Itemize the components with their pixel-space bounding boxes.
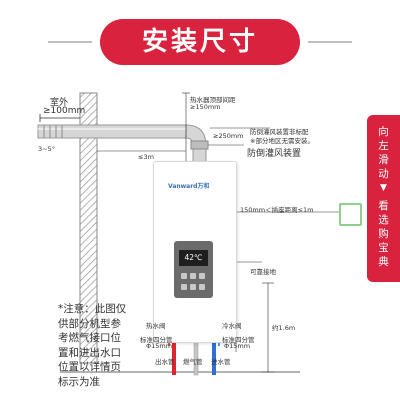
- title-right-line: [308, 41, 352, 43]
- water-heater: Vanward万和 42℃: [153, 161, 237, 343]
- outdoor-label: 室外: [50, 98, 69, 108]
- hot-valve-label: 热水阀: [146, 322, 166, 330]
- panel-button-1: [181, 273, 187, 279]
- title-left-line: [48, 41, 92, 43]
- hot-spec-label-2: Φ15mm: [146, 342, 173, 350]
- slope-label: 3~5°: [38, 145, 55, 153]
- wall: [79, 92, 98, 364]
- cold-valve-label: 冷水阀: [222, 322, 242, 330]
- hot-spec-label-1: 标准四分管: [140, 336, 173, 344]
- cold-spec-label-1: 标准四分管: [222, 336, 255, 344]
- flue-terminal: [43, 125, 63, 138]
- cold-spec-label-2: Φ15mm: [224, 342, 251, 350]
- outdoor-distance-label: ≥100mm: [43, 106, 86, 116]
- top-clearance-label-1: 热水器顶部间距: [190, 96, 236, 104]
- windproof-note-1: 防倒灌风装置非标配: [250, 128, 309, 136]
- outlet-pipe-label: 出水管: [155, 358, 175, 366]
- height-label: 约1.6m: [272, 324, 296, 332]
- brand-logo: Vanward万和: [168, 183, 210, 190]
- swipe-guide-tab[interactable]: 向左滑动 ▼ 看选购宝典: [367, 115, 400, 282]
- top-clearance-label-2: ≥150mm: [190, 103, 221, 111]
- control-panel: 42℃: [174, 241, 213, 298]
- page-title: 安装尺寸: [100, 19, 300, 65]
- windproof-device-label: 防倒灌风装置: [247, 149, 302, 159]
- installation-note: *注意：此图仅供部分机型参考燃气接口位置和进出水口位置以详情页标示为准: [58, 303, 127, 388]
- cold-water-pipe: [212, 341, 216, 375]
- side-tab-line-2: 看选购宝典: [378, 200, 389, 268]
- right-clearance-label: ≥250mm: [213, 132, 244, 140]
- flue-pipe: [37, 124, 189, 139]
- gas-pipe-label: 燃气管: [183, 358, 203, 366]
- pipe-length-label: ≤3m: [138, 153, 154, 161]
- power-socket: [339, 203, 362, 226]
- temperature-display: 42℃: [179, 250, 208, 266]
- hot-water-pipe: [172, 341, 176, 375]
- panel-button-4: [181, 284, 187, 290]
- socket-distance-label: 150mm＜插座距离≤1m: [240, 206, 314, 214]
- grounding-label: 可靠接地: [250, 268, 276, 276]
- panel-button-5: [190, 284, 196, 290]
- panel-button-3: [199, 273, 205, 279]
- windproof-note-2: ※部分地区无需安装。: [250, 137, 314, 145]
- windproof-device-shape: [190, 140, 209, 150]
- panel-button-2: [190, 273, 196, 279]
- panel-button-6: [199, 284, 205, 290]
- inlet-pipe-label: 进水管: [211, 358, 231, 366]
- arrow-down-icon: ▼: [380, 183, 387, 193]
- side-tab-line-1: 向左滑动: [378, 126, 389, 180]
